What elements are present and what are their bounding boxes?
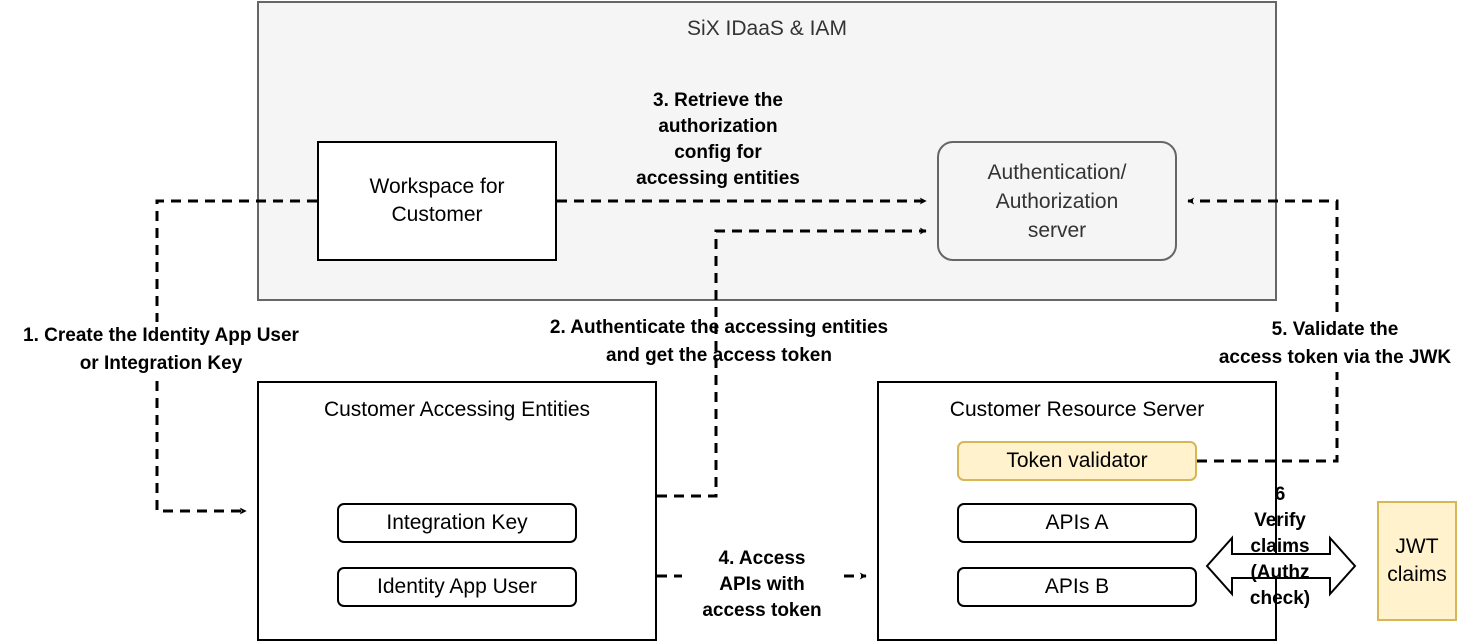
auth-server-label: Authentication/ Authorization server (987, 160, 1127, 242)
step4-label: 4. Access APIs with access token (682, 546, 842, 624)
resource-server-title: Customer Resource Server (949, 398, 1205, 421)
token-validator-label: Token validator (1006, 449, 1148, 472)
step5-label: 5. Validate the access token via the JWK (1198, 316, 1472, 372)
edge-step5 (1187, 197, 1339, 463)
auth-server-box: Authentication/ Authorization server (937, 141, 1177, 261)
jwt-claims-box: JWT claims (1377, 501, 1457, 621)
apis-a-label: APIs A (1045, 511, 1109, 534)
integration-key-box: Integration Key (337, 503, 577, 543)
apis-b-label: APIs B (1044, 575, 1110, 598)
step6-label: 6 Verify claims (Authz check) (1249, 484, 1311, 609)
step3-label: 3. Retrieve the authorization config for… (618, 88, 818, 192)
identity-app-user-label: Identity App User (377, 575, 537, 598)
identity-app-user-box: Identity App User (337, 567, 577, 607)
iam-group-title: SiX IDaaS & IAM (687, 17, 847, 40)
step1-label: 1. Create the Identity App User or Integ… (0, 322, 322, 378)
workspace-label: Workspace for Customer (369, 175, 505, 226)
token-validator-box: Token validator (957, 441, 1197, 481)
accessing-entities-title: Customer Accessing Entities (323, 398, 591, 421)
workspace-box: Workspace for Customer (317, 141, 557, 261)
edge-step6-double-arrow (1205, 535, 1357, 597)
apis-a-box: APIs A (957, 503, 1197, 543)
integration-key-label: Integration Key (386, 511, 528, 534)
apis-b-box: APIs B (957, 567, 1197, 607)
edge-step2 (657, 227, 927, 498)
step2-label: 2. Authenticate the accessing entities a… (549, 317, 889, 366)
jwt-claims-label: JWT claims (1387, 535, 1447, 586)
